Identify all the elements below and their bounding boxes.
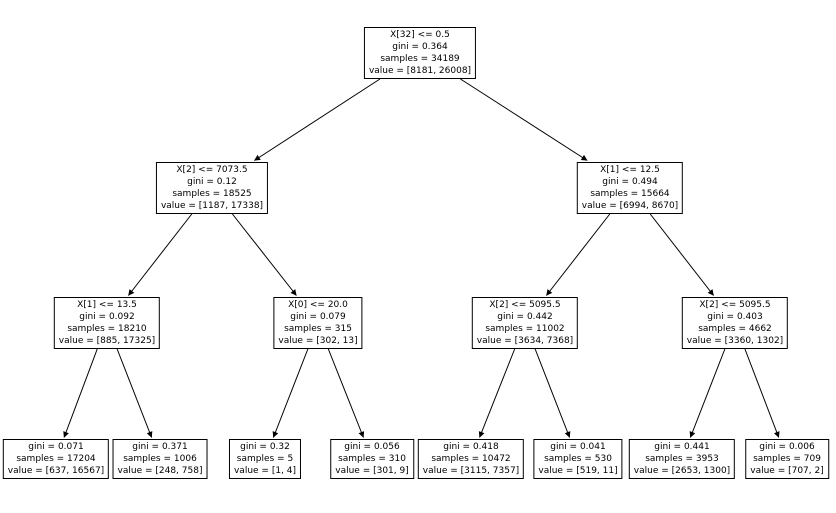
gini-value: gini = 0.079	[290, 312, 346, 322]
tree-leaf-lrl: gini = 0.32 samples = 5 value = [1, 4]	[228, 439, 302, 479]
tree-edge	[744, 348, 780, 438]
gini-value: gini = 0.006	[759, 442, 815, 452]
gini-value: gini = 0.364	[392, 42, 448, 52]
split-condition: X[1] <= 13.5	[77, 300, 137, 310]
samples-count: samples = 1006	[123, 454, 197, 464]
tree-leaf-rrr: gini = 0.006 samples = 709 value = [707,…	[745, 439, 829, 479]
tree-edge	[127, 213, 193, 296]
class-distribution: value = [3360, 1302]	[686, 336, 784, 346]
samples-count: samples = 18525	[172, 189, 252, 199]
gini-value: gini = 0.092	[79, 312, 135, 322]
tree-leaf-rll: gini = 0.418 samples = 10472 value = [31…	[417, 439, 525, 479]
samples-count: samples = 4662	[698, 324, 772, 334]
samples-count: samples = 15664	[590, 189, 670, 199]
tree-leaf-lrr: gini = 0.056 samples = 310 value = [301,…	[330, 439, 414, 479]
class-distribution: value = [1187, 17338]	[160, 201, 264, 211]
samples-count: samples = 5	[236, 454, 294, 464]
tree-leaf-llr: gini = 0.371 samples = 1006 value = [248…	[112, 439, 208, 479]
class-distribution: value = [1, 4]	[233, 466, 297, 476]
tree-node-root: X[32] <= 0.5 gini = 0.364 samples = 3418…	[363, 27, 477, 79]
class-distribution: value = [3115, 7357]	[422, 466, 520, 476]
samples-count: samples = 310	[338, 454, 406, 464]
gini-value: gini = 0.12	[187, 177, 237, 187]
gini-value: gini = 0.056	[344, 442, 400, 452]
split-condition: X[2] <= 5095.5	[489, 300, 561, 310]
tree-leaf-rrl: gini = 0.441 samples = 3953 value = [265…	[628, 439, 736, 479]
tree-leaf-lll: gini = 0.071 samples = 17204 value = [63…	[2, 439, 110, 479]
tree-edge	[545, 213, 611, 296]
samples-count: samples = 34189	[380, 54, 460, 64]
samples-count: samples = 17204	[16, 454, 96, 464]
class-distribution: value = [302, 13]	[278, 336, 358, 346]
samples-count: samples = 10472	[431, 454, 511, 464]
gini-value: gini = 0.041	[550, 442, 606, 452]
tree-node-r: X[1] <= 12.5 gini = 0.494 samples = 1566…	[576, 162, 684, 214]
class-distribution: value = [301, 9]	[335, 466, 409, 476]
tree-edge	[649, 213, 715, 296]
samples-count: samples = 530	[544, 454, 612, 464]
tree-edge	[63, 348, 98, 438]
tree-edge	[460, 78, 588, 161]
tree-node-rr: X[2] <= 5095.5 gini = 0.403 samples = 46…	[681, 297, 789, 349]
samples-count: samples = 315	[284, 324, 352, 334]
split-condition: X[1] <= 12.5	[600, 165, 660, 175]
class-distribution: value = [637, 16567]	[7, 466, 105, 476]
samples-count: samples = 11002	[485, 324, 565, 334]
tree-node-ll: X[1] <= 13.5 gini = 0.092 samples = 1821…	[53, 297, 161, 349]
class-distribution: value = [2653, 1300]	[633, 466, 731, 476]
class-distribution: value = [885, 17325]	[58, 336, 156, 346]
tree-edge	[272, 348, 309, 438]
tree-node-l: X[2] <= 7073.5 gini = 0.12 samples = 185…	[155, 162, 269, 214]
gini-value: gini = 0.32	[240, 442, 290, 452]
class-distribution: value = [707, 2]	[750, 466, 824, 476]
samples-count: samples = 709	[753, 454, 821, 464]
tree-edge	[689, 348, 726, 438]
gini-value: gini = 0.403	[707, 312, 763, 322]
split-condition: X[2] <= 7073.5	[176, 165, 248, 175]
gini-value: gini = 0.071	[28, 442, 84, 452]
split-condition: X[32] <= 0.5	[390, 30, 450, 40]
tree-edge	[116, 348, 153, 438]
samples-count: samples = 18210	[67, 324, 147, 334]
gini-value: gini = 0.371	[132, 442, 188, 452]
tree-node-rl: X[2] <= 5095.5 gini = 0.442 samples = 11…	[471, 297, 579, 349]
tree-edge	[232, 213, 297, 296]
tree-edge	[478, 348, 516, 438]
class-distribution: value = [6994, 8670]	[581, 201, 679, 211]
class-distribution: value = [8181, 26008]	[368, 66, 472, 76]
tree-node-lr: X[0] <= 20.0 gini = 0.079 samples = 315 …	[273, 297, 363, 349]
samples-count: samples = 3953	[645, 454, 719, 464]
gini-value: gini = 0.418	[443, 442, 499, 452]
gini-value: gini = 0.442	[497, 312, 553, 322]
class-distribution: value = [519, 11]	[538, 466, 618, 476]
tree-leaf-rlr: gini = 0.041 samples = 530 value = [519,…	[533, 439, 623, 479]
split-condition: X[0] <= 20.0	[288, 300, 348, 310]
class-distribution: value = [248, 758]	[117, 466, 203, 476]
tree-edge	[254, 78, 381, 161]
gini-value: gini = 0.441	[654, 442, 710, 452]
split-condition: X[2] <= 5095.5	[699, 300, 771, 310]
tree-edge	[534, 348, 571, 438]
tree-edge	[327, 348, 365, 438]
class-distribution: value = [3634, 7368]	[476, 336, 574, 346]
gini-value: gini = 0.494	[602, 177, 658, 187]
